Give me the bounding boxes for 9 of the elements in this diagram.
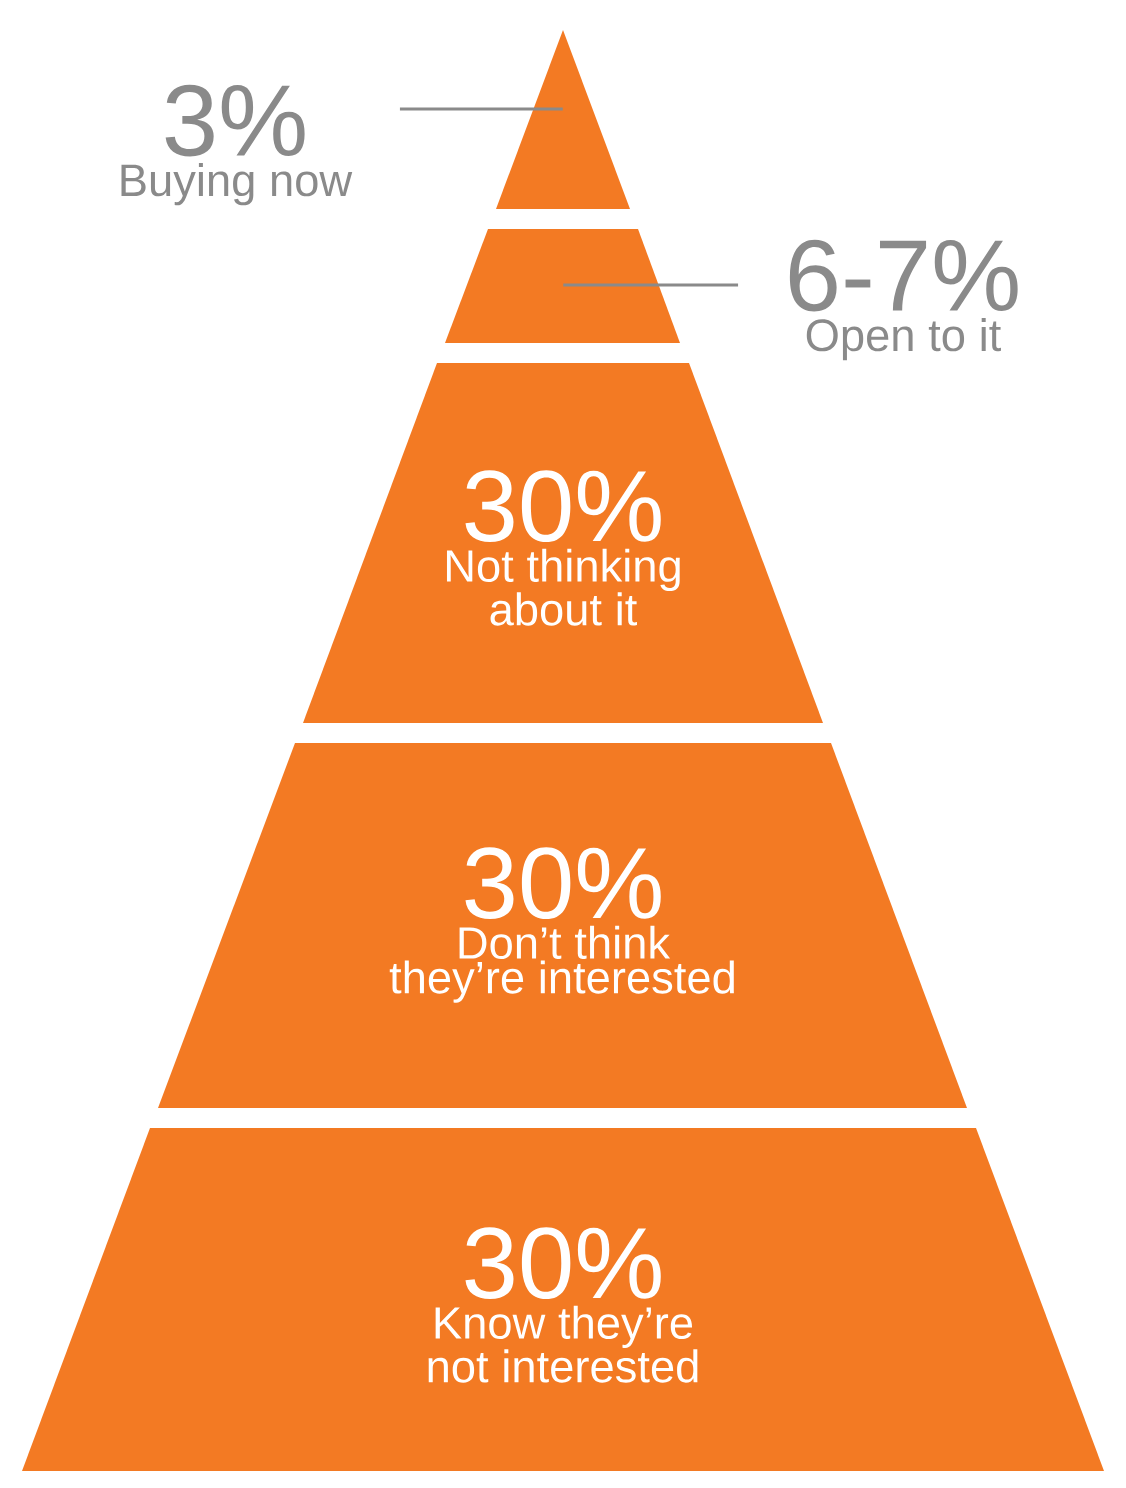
pyramid-tier — [496, 30, 630, 209]
leader-line — [563, 283, 739, 287]
percentage-label: 3% Buying now — [121, 84, 353, 206]
pyramid-tier: 30% Don’t think they’re interested — [158, 743, 967, 1108]
pyramid-tier — [445, 229, 680, 343]
pyramid-tier: 30% Not thinking about it — [303, 363, 823, 723]
pyramid-tier: 30% Know they’re not interested — [22, 1128, 1104, 1471]
leader-line — [399, 107, 563, 111]
percentage-label: 6-7% Open to it — [789, 239, 1018, 361]
